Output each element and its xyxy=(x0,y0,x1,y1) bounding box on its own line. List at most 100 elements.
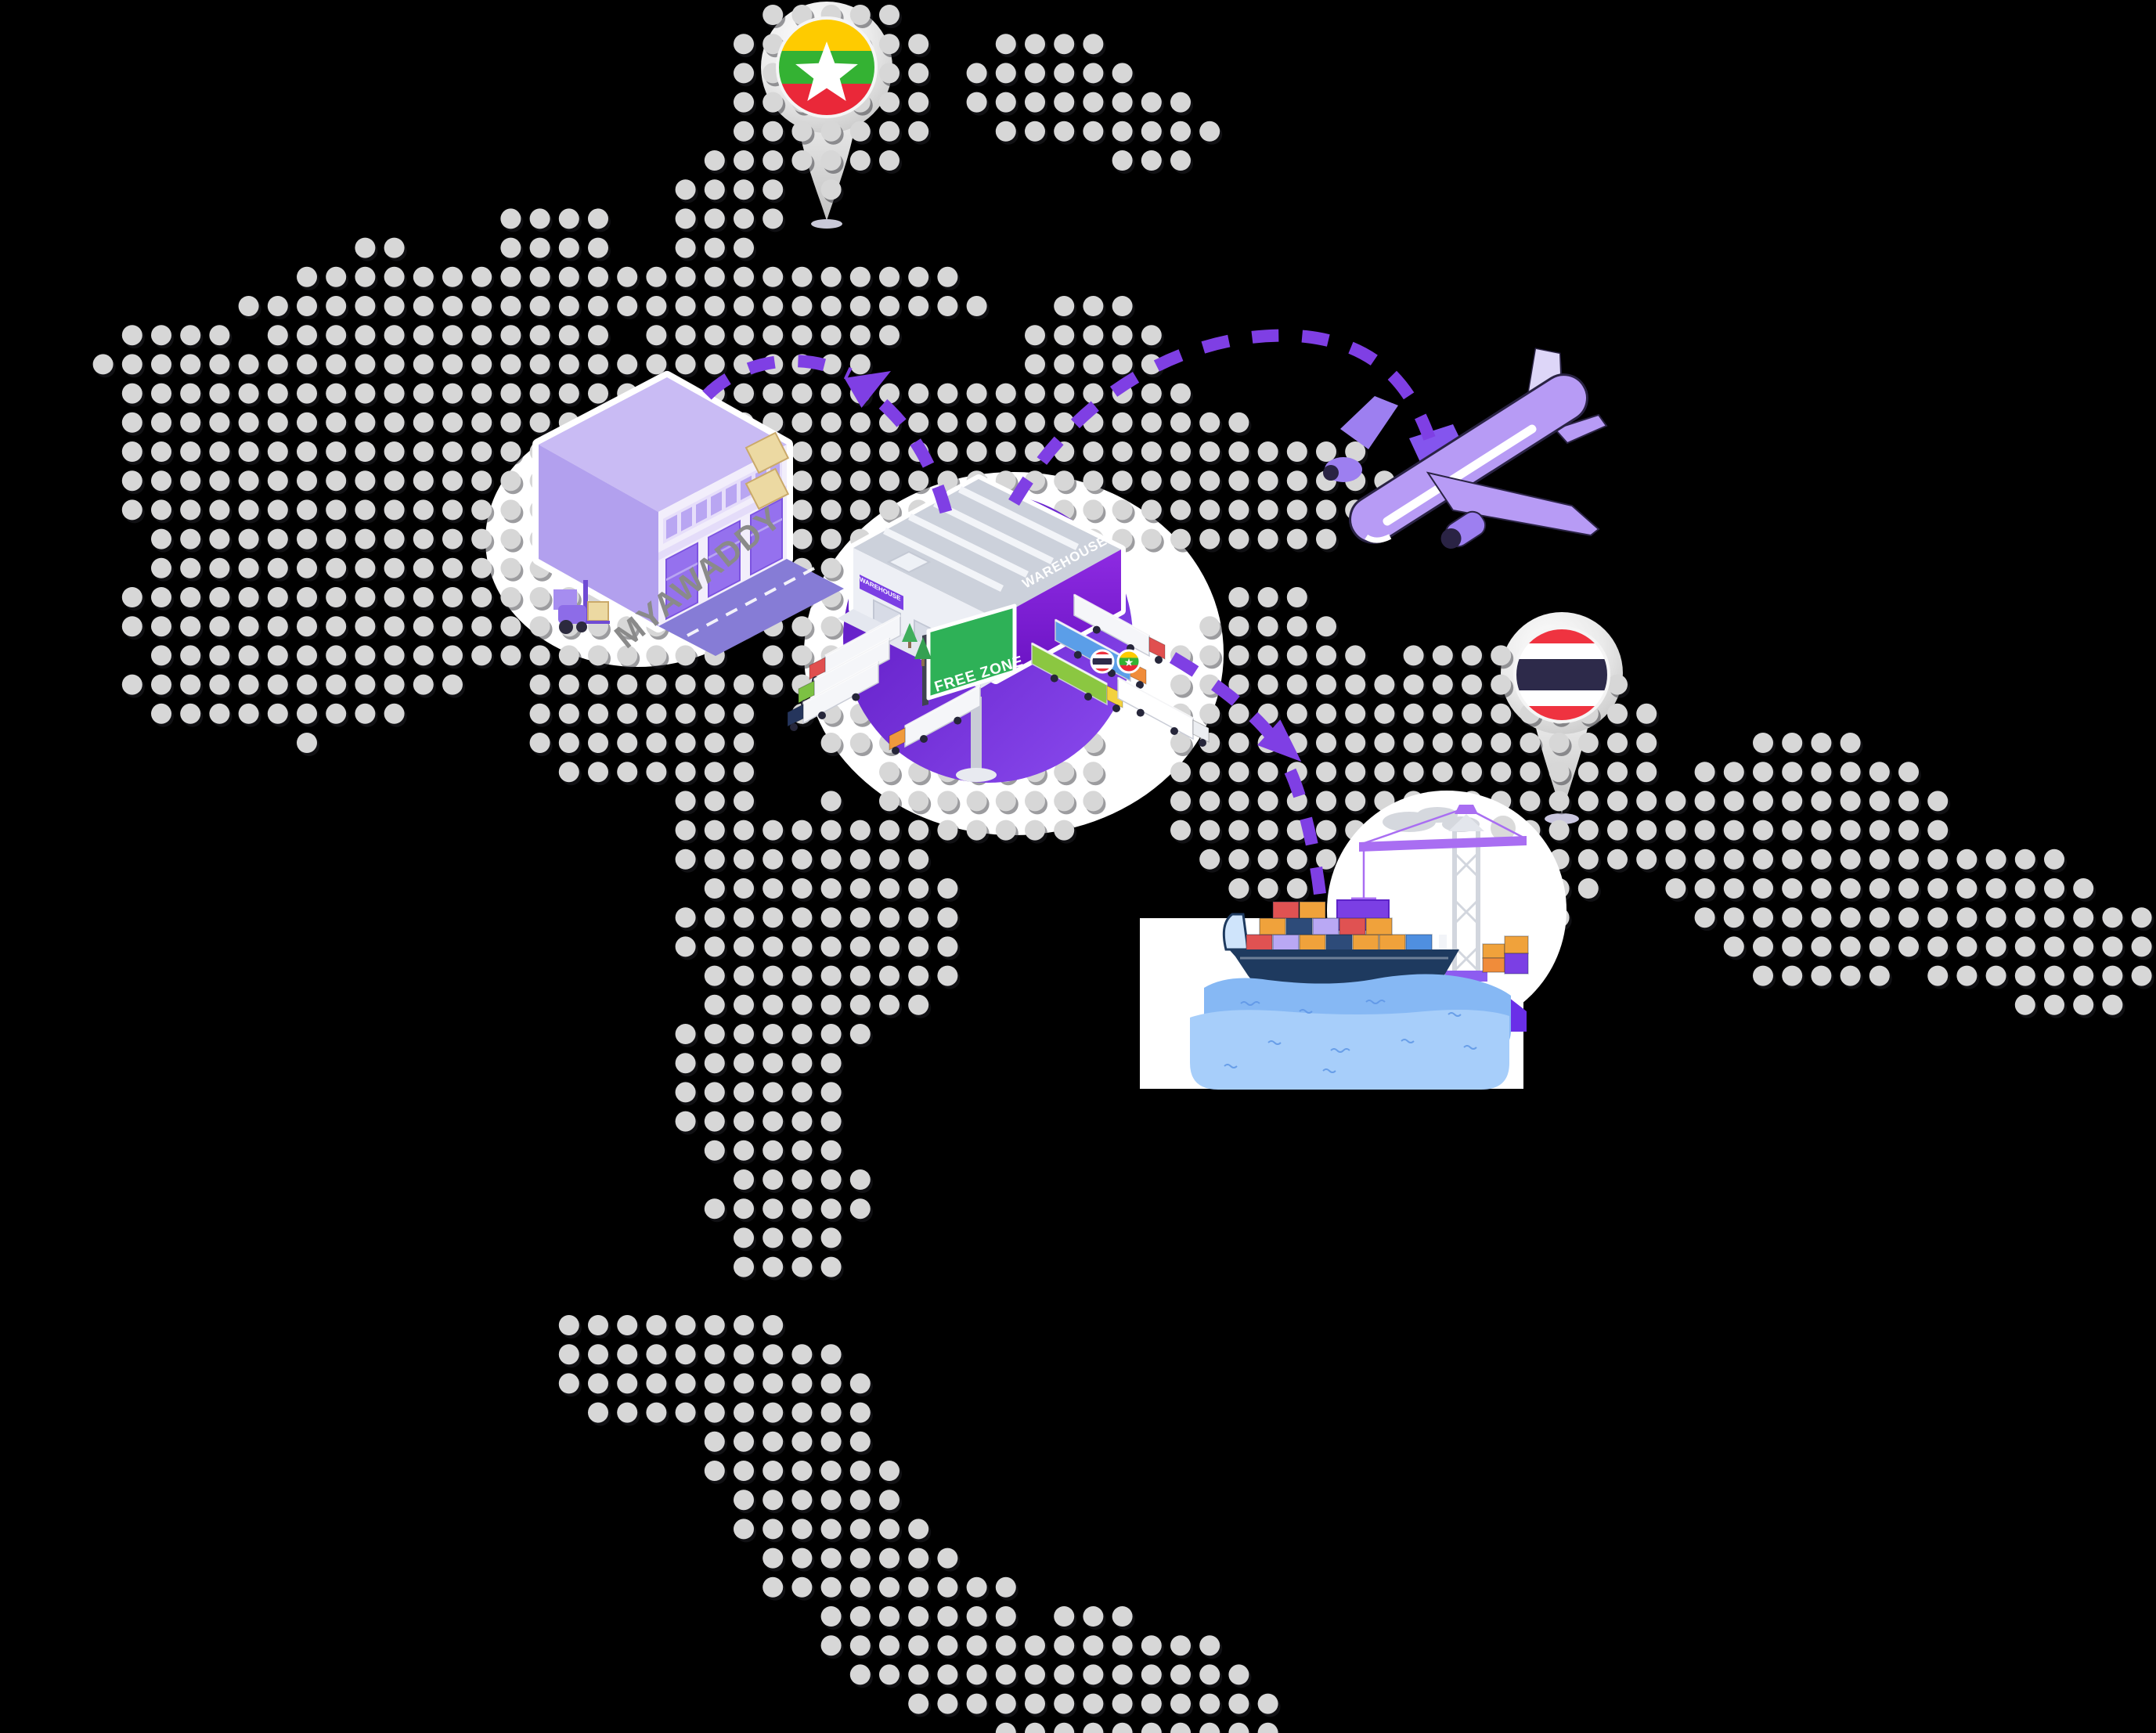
map-dot xyxy=(849,1373,871,1394)
map-dot xyxy=(1112,1722,1133,1733)
truck-cab xyxy=(798,680,815,704)
map-dot xyxy=(471,499,492,521)
map-dot xyxy=(1257,878,1278,899)
dock-container xyxy=(1482,957,1505,973)
map-dot xyxy=(734,63,754,84)
map-dot xyxy=(500,441,521,462)
map-dot xyxy=(879,441,900,462)
map-dot xyxy=(297,616,317,637)
map-dot xyxy=(1112,1606,1133,1627)
map-dot xyxy=(529,674,550,695)
map-dot xyxy=(2014,907,2035,928)
map-dot xyxy=(180,557,201,578)
map-dot xyxy=(763,325,784,346)
map-dot xyxy=(588,1402,608,1423)
map-dot xyxy=(384,296,405,316)
map-dot xyxy=(1520,791,1541,812)
map-dot xyxy=(1462,762,1482,783)
map-dot xyxy=(529,383,550,404)
map-dot xyxy=(791,470,813,492)
map-dot xyxy=(1753,762,1773,783)
map-dot xyxy=(763,1431,784,1452)
map-dot xyxy=(1228,1722,1249,1733)
map-dot xyxy=(820,791,842,812)
route-myawaddy-to-freezone-rise xyxy=(702,355,853,400)
map-dot xyxy=(297,325,317,346)
map-dot xyxy=(1723,848,1744,870)
map-dot xyxy=(238,354,259,375)
map-dot xyxy=(763,1519,784,1540)
map-dot xyxy=(704,936,725,957)
map-dot xyxy=(820,848,842,870)
map-dot xyxy=(1141,325,1162,346)
map-dot xyxy=(326,441,347,462)
map-dot xyxy=(849,1169,871,1190)
map-dot xyxy=(355,470,376,492)
map-dot xyxy=(588,266,608,287)
map-dot xyxy=(908,266,929,287)
map-dot xyxy=(1665,820,1686,841)
map-dot xyxy=(1228,674,1249,695)
route-freezone-to-ship-lower xyxy=(1284,768,1328,909)
map-dot xyxy=(238,470,259,492)
map-dot xyxy=(2014,848,2035,870)
map-dot xyxy=(646,674,667,695)
map-dot xyxy=(238,557,259,578)
map-dot xyxy=(1257,616,1278,637)
map-dot xyxy=(646,325,667,346)
map-dot xyxy=(2014,878,2035,899)
map-dot xyxy=(646,296,667,316)
map-dot xyxy=(1782,878,1803,899)
map-dot xyxy=(675,936,696,957)
map-dot xyxy=(2044,848,2064,870)
map-dot xyxy=(121,587,142,607)
map-dot xyxy=(879,878,900,899)
map-dot xyxy=(879,121,900,142)
truck-wheel xyxy=(892,747,900,755)
map-dot xyxy=(849,325,871,346)
map-dot xyxy=(326,557,347,578)
map-dot xyxy=(1170,412,1191,433)
map-dot xyxy=(1054,470,1075,492)
map-dot xyxy=(1491,733,1512,753)
map-dot xyxy=(1345,762,1366,783)
map-dot xyxy=(1316,616,1336,637)
map-dot xyxy=(820,1256,842,1277)
map-dot xyxy=(2102,994,2123,1015)
map-dot xyxy=(879,34,900,55)
map-dot xyxy=(734,733,754,753)
truck-wheel xyxy=(1170,727,1178,735)
map-dot xyxy=(1141,1722,1162,1733)
map-dot xyxy=(2131,936,2152,957)
svg-text:★: ★ xyxy=(1124,656,1134,668)
map-dot xyxy=(1170,150,1191,171)
map-dot xyxy=(1869,820,1890,841)
map-dot xyxy=(1316,645,1336,666)
map-dot xyxy=(1840,878,1861,899)
map-dot xyxy=(820,1461,842,1481)
map-dot xyxy=(849,848,871,870)
map-dot xyxy=(384,412,405,433)
map-dot xyxy=(734,1461,754,1481)
mini-flags: ★ xyxy=(1090,649,1141,674)
shipping-container xyxy=(1272,901,1300,919)
map-dot xyxy=(704,848,725,870)
map-dot xyxy=(1112,1664,1133,1685)
map-dot xyxy=(355,616,376,637)
map-dot xyxy=(763,878,784,899)
map-dot xyxy=(500,528,521,549)
map-dot xyxy=(2044,878,2064,899)
map-dot xyxy=(1782,762,1803,783)
map-dot xyxy=(355,703,376,724)
map-dot xyxy=(1491,645,1512,666)
map-dot xyxy=(297,645,317,666)
map-dot xyxy=(820,1024,842,1044)
map-dot xyxy=(704,354,725,375)
map-dot xyxy=(820,325,842,346)
map-dot xyxy=(791,878,813,899)
map-dot xyxy=(820,907,842,928)
map-dot xyxy=(588,1344,608,1365)
map-dot xyxy=(849,1519,871,1540)
dock-container xyxy=(1504,953,1529,975)
